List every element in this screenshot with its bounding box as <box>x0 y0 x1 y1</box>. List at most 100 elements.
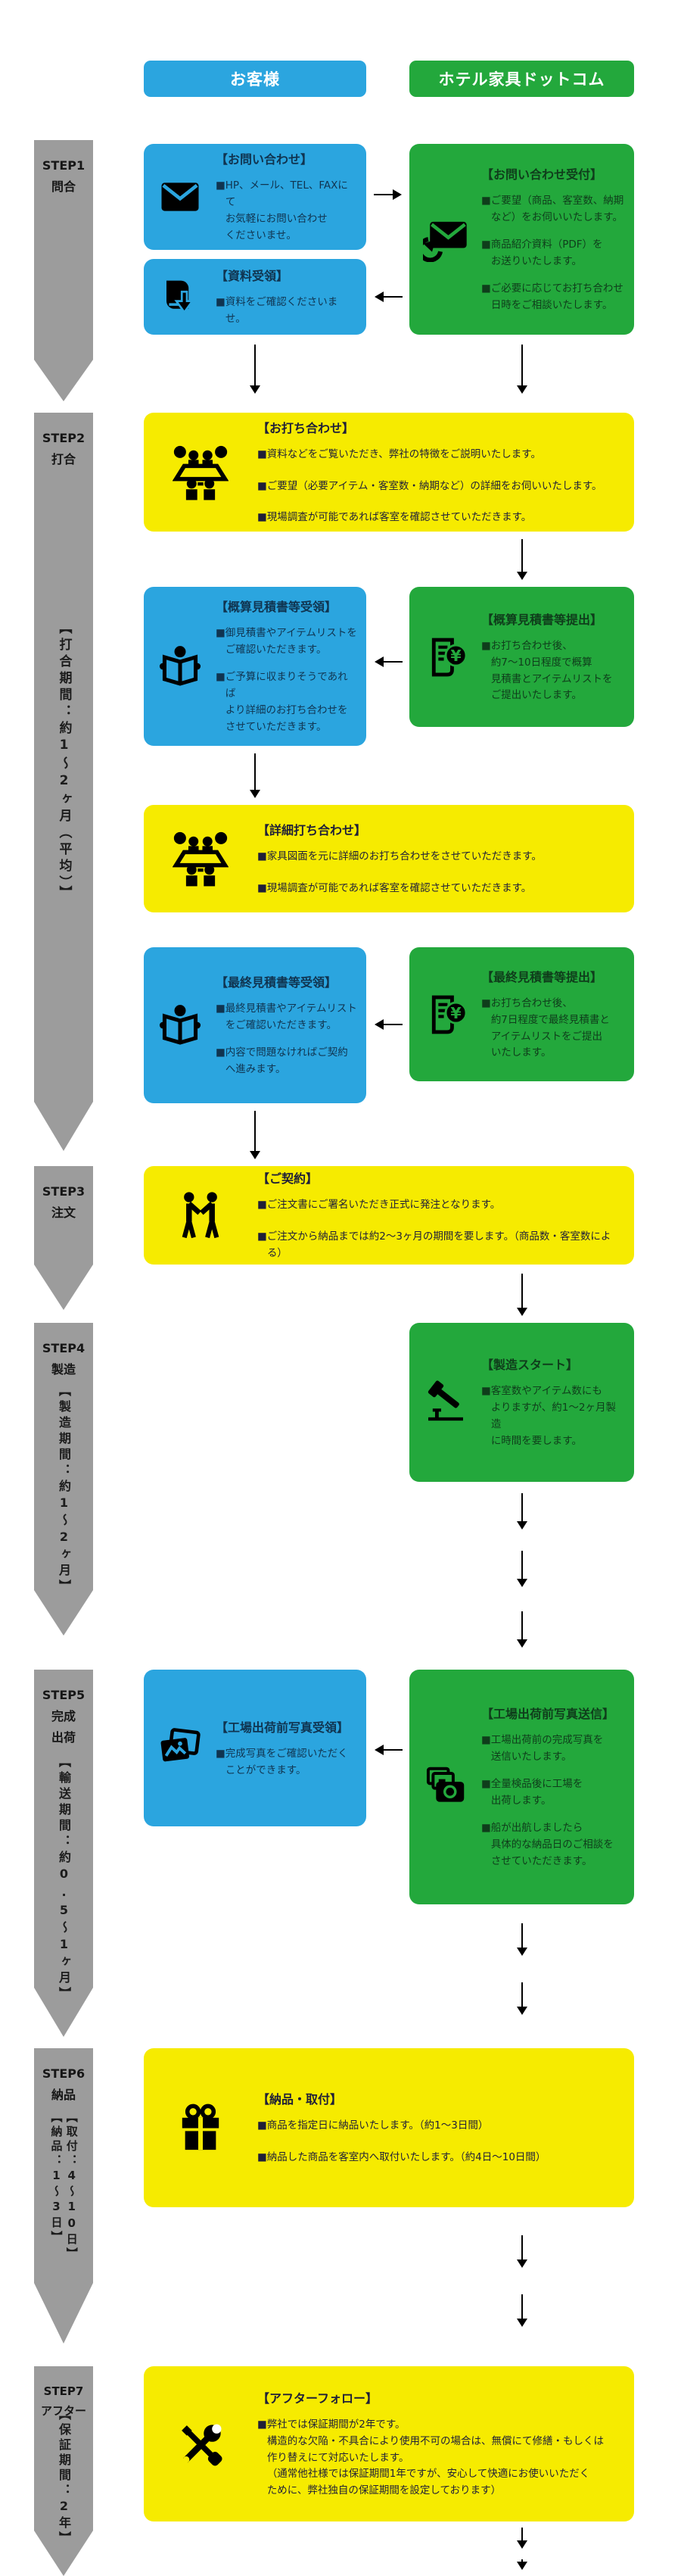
rail-step2-period: 【打合期間：約1～2ヶ月（平均）】 <box>56 621 72 903</box>
box-rough-submit-title: 【概算見積書等提出】 <box>481 612 603 627</box>
box-rough-recv-title: 【概算見積書等受領】 <box>216 600 337 615</box>
rail-step6: STEP6 納品 <box>34 2048 93 2344</box>
open-book-icon <box>144 644 216 688</box>
rail-step2-label: STEP2 打合 <box>42 431 86 466</box>
svg-text:¥: ¥ <box>450 646 462 664</box>
rail-step6-period-install: 【取付：4～10日】 <box>64 2111 79 2262</box>
box-inquiry-title: 【お問い合わせ】 <box>216 152 313 167</box>
bullet: ■弊社では保証期間が2年です。 構造的な欠陥・不具合により使用不可の場合は、無償… <box>257 2418 605 2497</box>
rail-step3-label: STEP3 注文 <box>42 1184 86 1220</box>
tools-icon <box>144 2420 257 2468</box>
box-contract-title: 【ご契約】 <box>257 1171 319 1187</box>
rail-step5: STEP5 完成 出荷 <box>34 1670 93 2037</box>
arrow-down-shipping-1 <box>521 1923 524 1953</box>
bullet: ■現場調査が可能であれば客室を確認させていただきます。 <box>257 511 532 524</box>
gift-icon <box>144 2103 257 2153</box>
box-inquiry-reception: 【お問い合わせ受付】 ■ご要望（商品、客室数、納期 など）をお伺いいたします。 … <box>409 144 634 335</box>
arrow-down-contract <box>521 1274 524 1313</box>
arrow-down-after-2 <box>521 2559 524 2567</box>
box-detail-meeting-title: 【詳細打ち合わせ】 <box>257 823 367 838</box>
rail-step4-label: STEP4 製造 <box>42 1341 86 1377</box>
box-after-title: 【アフターフォロー】 <box>257 2390 378 2406</box>
header-company-label: ホテル家具ドットコム <box>438 70 605 89</box>
arrow-down-production-2 <box>521 1551 524 1584</box>
rail-step1-label: STEP1 問合 <box>42 158 86 194</box>
box-delivery-title: 【納品・取付】 <box>257 2092 343 2107</box>
bullet: ■客室数やアイテム数にも よりますが、約1～2ヶ月製造 に時間を要します。 <box>481 1385 616 1447</box>
arrow-down-company-step1 <box>521 345 524 391</box>
hammer-icon <box>409 1380 481 1424</box>
box-production-start: 【製造スタート】 ■客室数やアイテム数にも よりますが、約1～2ヶ月製造 に時間… <box>409 1323 634 1482</box>
box-inquiry: 【お問い合わせ】 ■HP、メール、TEL、FAXにて お気軽にお問い合わせ くだ… <box>144 144 366 250</box>
bullet: ■ご注文書にご署名いただき正式に発注となります。 <box>257 1199 501 1212</box>
bullet: ■商品紹介資料（PDF）を お送りいたします。 <box>481 239 603 267</box>
bullet: ■ご要望（必要アイテム・客室数・納期など）の詳細をお伺いいたします。 <box>257 479 602 492</box>
invoice-yen-icon: ¥ <box>409 993 481 1037</box>
box-final-submit-title: 【最終見積書等提出】 <box>481 969 603 984</box>
bullet: ■ご予算に収まりそうであれば より詳細のお打ち合わせを させていただきます。 <box>216 671 348 733</box>
rail-step4: STEP4 製造 <box>34 1323 93 1636</box>
arrow-left-rough-quote <box>378 661 403 663</box>
bullet: ■工場出荷前の完成写真を 送信いたします。 <box>481 1734 604 1764</box>
arrow-down-delivery-1 <box>521 2235 524 2265</box>
box-materials-receipt: 【資料受領】 ■資料をご確認くださいませ。 <box>144 259 366 335</box>
bullet: ■ご必要に応じてお打ち合わせ 日時をご相談いたします。 <box>481 282 623 311</box>
bullet: ■HP、メール、TEL、FAXにて お気軽にお問い合わせ くださいませ。 <box>216 179 348 242</box>
bullet: ■現場調査が可能であれば客室を確認させていただきます。 <box>257 882 532 894</box>
handshake-icon <box>144 1191 257 1240</box>
camera-icon <box>409 1764 481 1810</box>
arrow-down-after-1 <box>521 2528 524 2546</box>
box-meeting: 【お打ち合わせ】 ■資料などをご覧いただき、弊社の特徴をご説明いたします。 ■ご… <box>144 413 634 532</box>
arrow-down-production-3 <box>521 1611 524 1645</box>
box-rough-quote-receipt: 【概算見積書等受領】 ■御見積書やアイテムリストを ご確認いただきます。 ■ご予… <box>144 587 366 746</box>
box-detail-meeting: 【詳細打ち合わせ】 ■家具図面を元に詳細のお打ち合わせをさせていただきます。 ■… <box>144 805 634 912</box>
box-photo-recv-title: 【工場出荷前写真受領】 <box>216 1720 350 1735</box>
bullet: ■御見積書やアイテムリストを ご確認いただきます。 <box>216 627 357 656</box>
mail-reply-icon <box>409 217 481 262</box>
bullet: ■ご注文から納品までは約2～3ヶ月の期間を要します。（商品数・客室数による） <box>257 1230 611 1259</box>
arrow-right-inquiry <box>374 194 398 196</box>
photos-icon <box>144 1726 216 1770</box>
box-contract: 【ご契約】 ■ご注文書にご署名いただき正式に発注となります。 ■ご注文から納品ま… <box>144 1166 634 1265</box>
bullet: ■納品した商品を客室内へ取付いたします。（約4日～10日間） <box>257 2151 546 2163</box>
arrow-left-photo <box>378 1749 403 1751</box>
box-meeting-title: 【お打ち合わせ】 <box>257 420 355 435</box>
bullet: ■全量検品後に工場を 出荷します。 <box>481 1778 583 1807</box>
box-rough-quote-submit: ¥ 【概算見積書等提出】 ■お打ち合わせ後、 約7～10日程度で概算 見積書とア… <box>409 587 634 727</box>
arrow-left-materials <box>378 296 403 298</box>
box-photo-send: 【工場出荷前写真送信】 ■工場出荷前の完成写真を 送信いたします。 ■全量検品後… <box>409 1670 634 1904</box>
bullet: ■資料などをご覧いただき、弊社の特徴をご説明いたします。 <box>257 448 541 460</box>
bullet: ■完成写真をご確認いただく ことができます。 <box>216 1747 348 1776</box>
header-customer: お客様 <box>144 61 366 97</box>
header-company: ホテル家具ドットコム <box>409 61 634 97</box>
box-after-follow: 【アフターフォロー】 ■弊社では保証期間が2年です。 構造的な欠陥・不具合により… <box>144 2366 634 2521</box>
box-photo-send-title: 【工場出荷前写真送信】 <box>481 1707 615 1722</box>
rail-step7-period: 【保証期間：2年】 <box>57 2408 71 2546</box>
box-final-recv-title: 【最終見積書等受領】 <box>216 975 337 990</box>
svg-text:¥: ¥ <box>450 1003 462 1021</box>
rail-step7-label: STEP7 アフター <box>40 2384 86 2419</box>
arrow-left-final-quote <box>378 1024 403 1026</box>
arrow-down-final-quote <box>254 1111 257 1156</box>
bullet: ■内容で問題なければご契約 へ進みます。 <box>216 1046 348 1075</box>
rail-step7: STEP7 アフター <box>34 2366 93 2576</box>
mail-icon <box>144 176 216 218</box>
bullet: ■ご要望（商品、客室数、納期 など）をお伺いいたします。 <box>481 195 624 224</box>
arrow-down-shipping-2 <box>521 1982 524 2012</box>
rail-step5-label: STEP5 完成 出荷 <box>42 1688 86 1745</box>
box-final-quote-receipt: 【最終見積書等受領】 ■最終見積書やアイテムリスト をご確認いただきます。 ■内… <box>144 947 366 1103</box>
bullet: ■最終見積書やアイテムリスト をご確認いただきます。 <box>216 1003 357 1032</box>
box-photo-receipt: 【工場出荷前写真受領】 ■完成写真をご確認いただく ことができます。 <box>144 1670 366 1826</box>
bullet: ■資料をご確認くださいませ。 <box>216 296 338 325</box>
arrow-down-rough-quote <box>254 753 257 795</box>
arrow-down-delivery-2 <box>521 2294 524 2324</box>
rail-step6-label: STEP6 納品 <box>42 2066 86 2102</box>
arrow-down-customer-step1 <box>254 345 257 391</box>
arrow-down-meeting <box>521 539 524 577</box>
rail-step2: STEP2 打合 <box>34 413 93 1151</box>
box-materials-title: 【資料受領】 <box>216 269 289 284</box>
rail-step5-period: 【輸送期間：約0.5～1ヶ月】 <box>57 1755 71 2003</box>
open-book-icon <box>144 1003 216 1047</box>
rail-step6-period-delivery: 【納品：1～3日】 <box>49 2111 64 2245</box>
